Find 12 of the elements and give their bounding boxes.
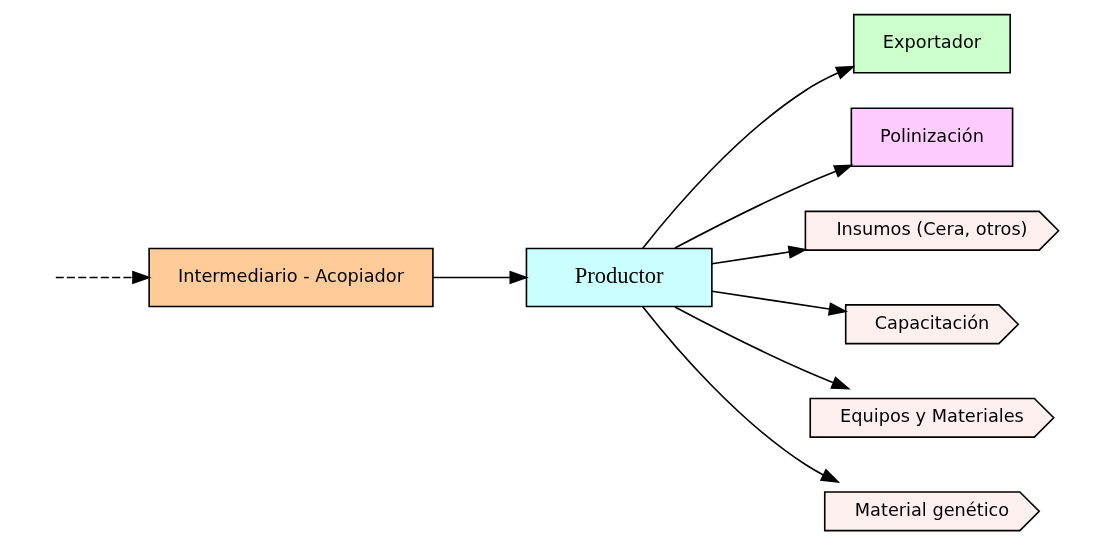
arrow [55, 270, 152, 285]
arrow [674, 164, 854, 249]
node-box: Polinización [850, 107, 1014, 168]
arrow [711, 290, 849, 316]
node-box: Intermediario - Acopiador [148, 247, 434, 308]
arrow [674, 306, 851, 390]
node-box: Exportador [852, 13, 1011, 74]
arrow [432, 270, 529, 285]
node-box: Productor [525, 247, 713, 308]
arrow [641, 305, 841, 484]
arrow [711, 245, 808, 265]
arrow [641, 65, 856, 250]
